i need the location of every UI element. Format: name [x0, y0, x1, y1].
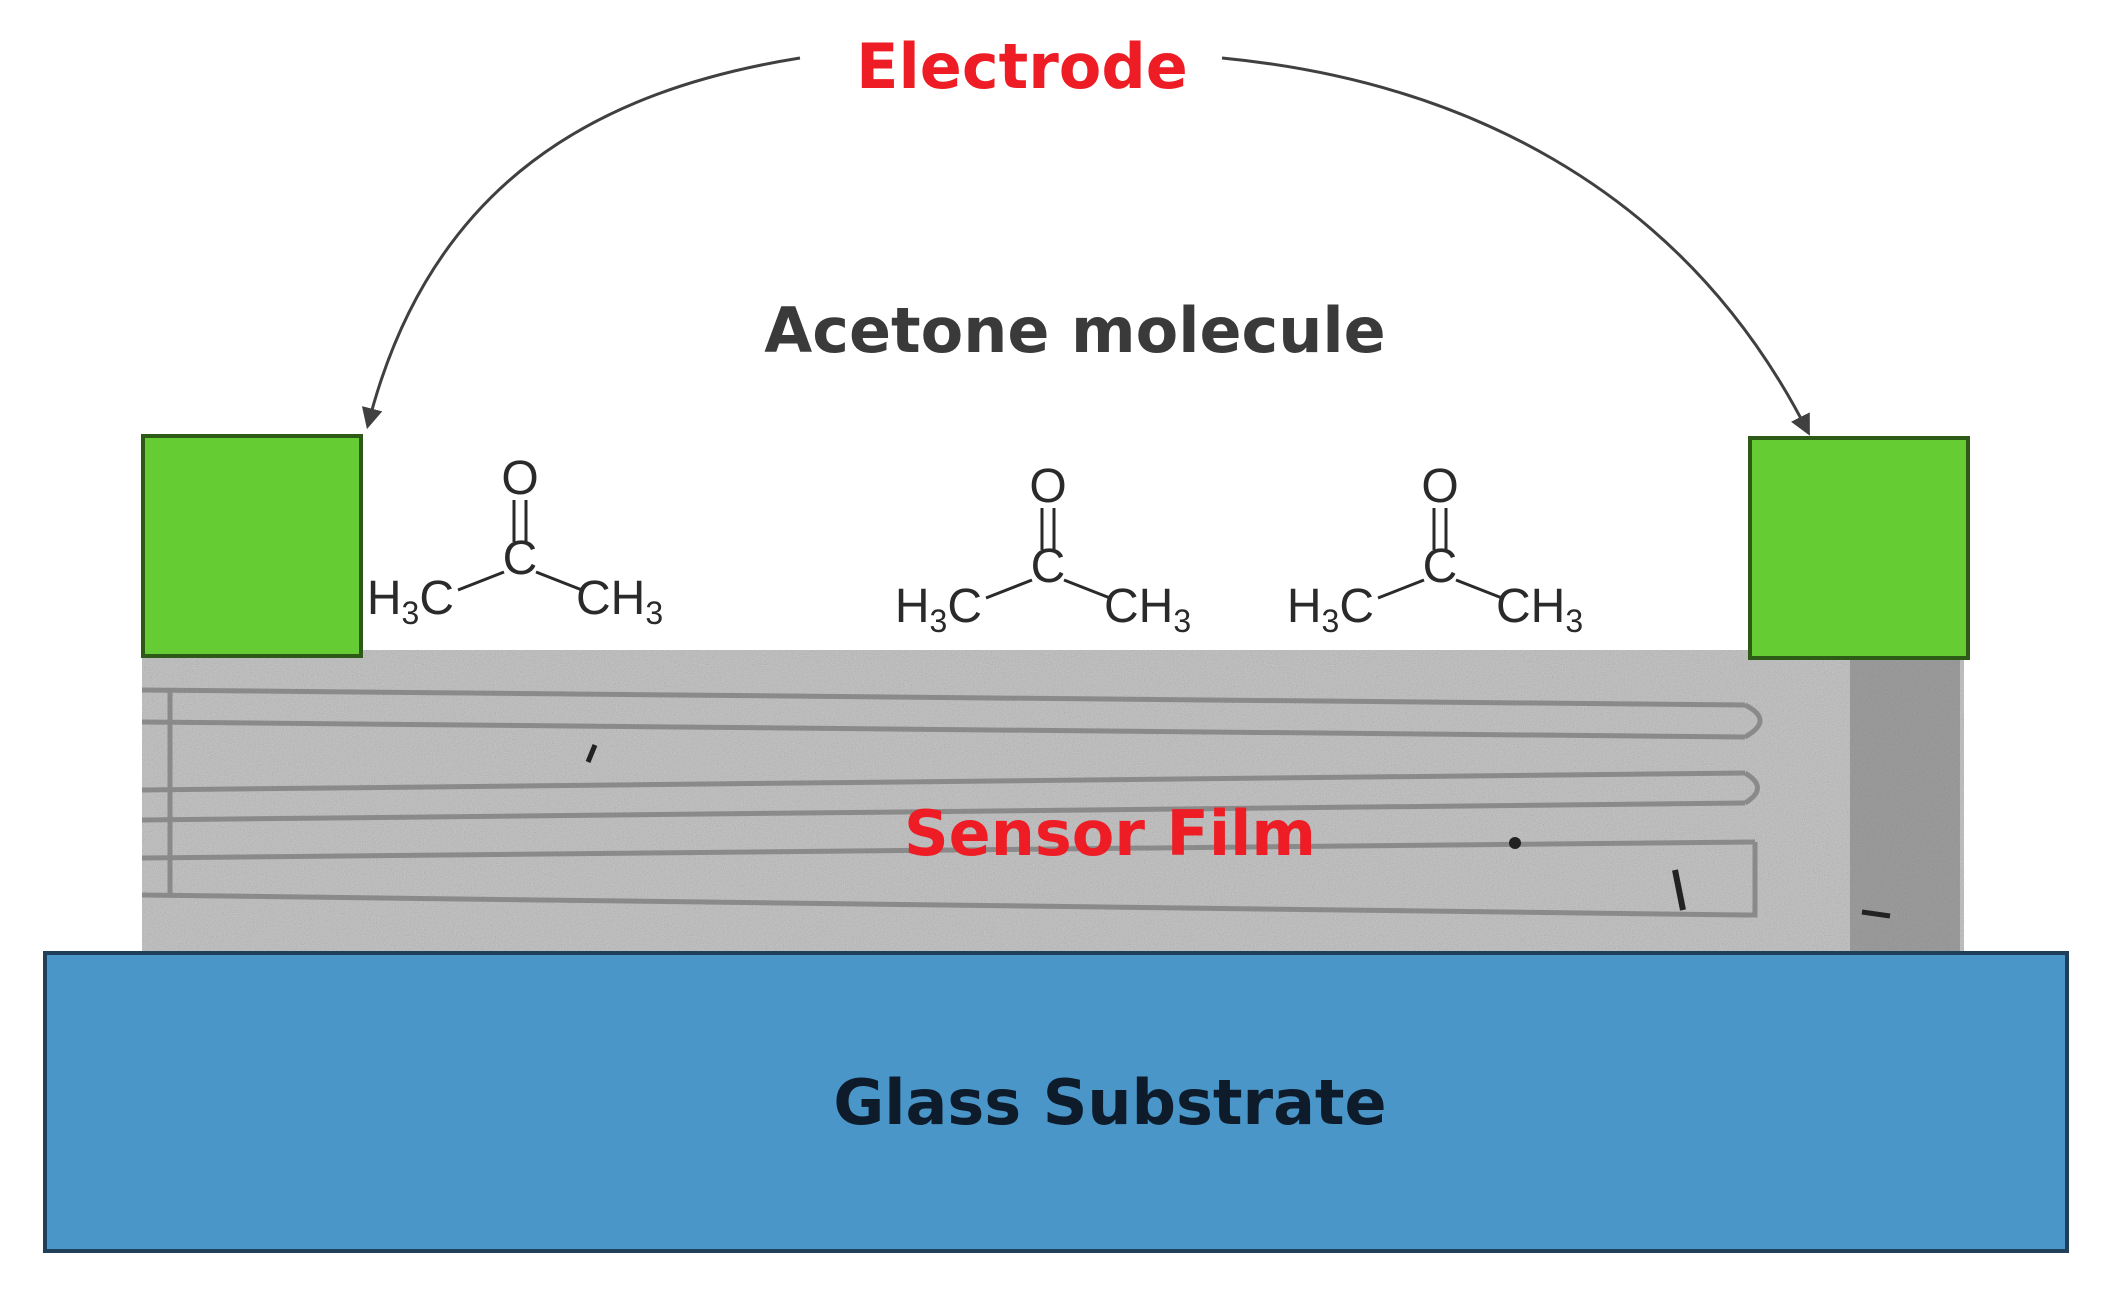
electrode-arrow-right	[1221, 56, 1810, 436]
acetone-structure-2: O C H3C CH3	[895, 448, 1198, 648]
electrode-right	[1748, 436, 1970, 660]
electrode-arrow-left	[361, 56, 801, 430]
glass-substrate-label: Glass Substrate	[833, 1066, 1386, 1139]
acetone-2-right-group: CH3	[1104, 580, 1191, 639]
acetone-3-oxygen: O	[1421, 460, 1458, 513]
acetone-1-right-group: CH3	[576, 572, 663, 631]
acetone-structure-3: O C H3C CH3	[1287, 448, 1590, 648]
acetone-2-oxygen: O	[1029, 460, 1066, 513]
acetone-3-left-group: H3C	[1287, 580, 1374, 639]
glass-substrate	[43, 951, 2069, 1253]
acetone-1-oxygen: O	[501, 452, 538, 505]
electrode-left	[141, 434, 363, 658]
electrode-label: Electrode	[856, 30, 1188, 103]
sensor-film-label: Sensor Film	[904, 797, 1316, 870]
acetone-3-right-group: CH3	[1496, 580, 1583, 639]
acetone-structure-1: O C H3C CH3	[367, 440, 670, 645]
acetone-2-left-group: H3C	[895, 580, 982, 639]
sensor-film	[141, 650, 1964, 960]
acetone-2-carbon: C	[1031, 540, 1066, 593]
acetone-1-carbon: C	[503, 532, 538, 585]
acetone-3-carbon: C	[1423, 540, 1458, 593]
acetone-1-left-group: H3C	[367, 572, 454, 631]
acetone-molecule-label: Acetone molecule	[764, 294, 1385, 367]
